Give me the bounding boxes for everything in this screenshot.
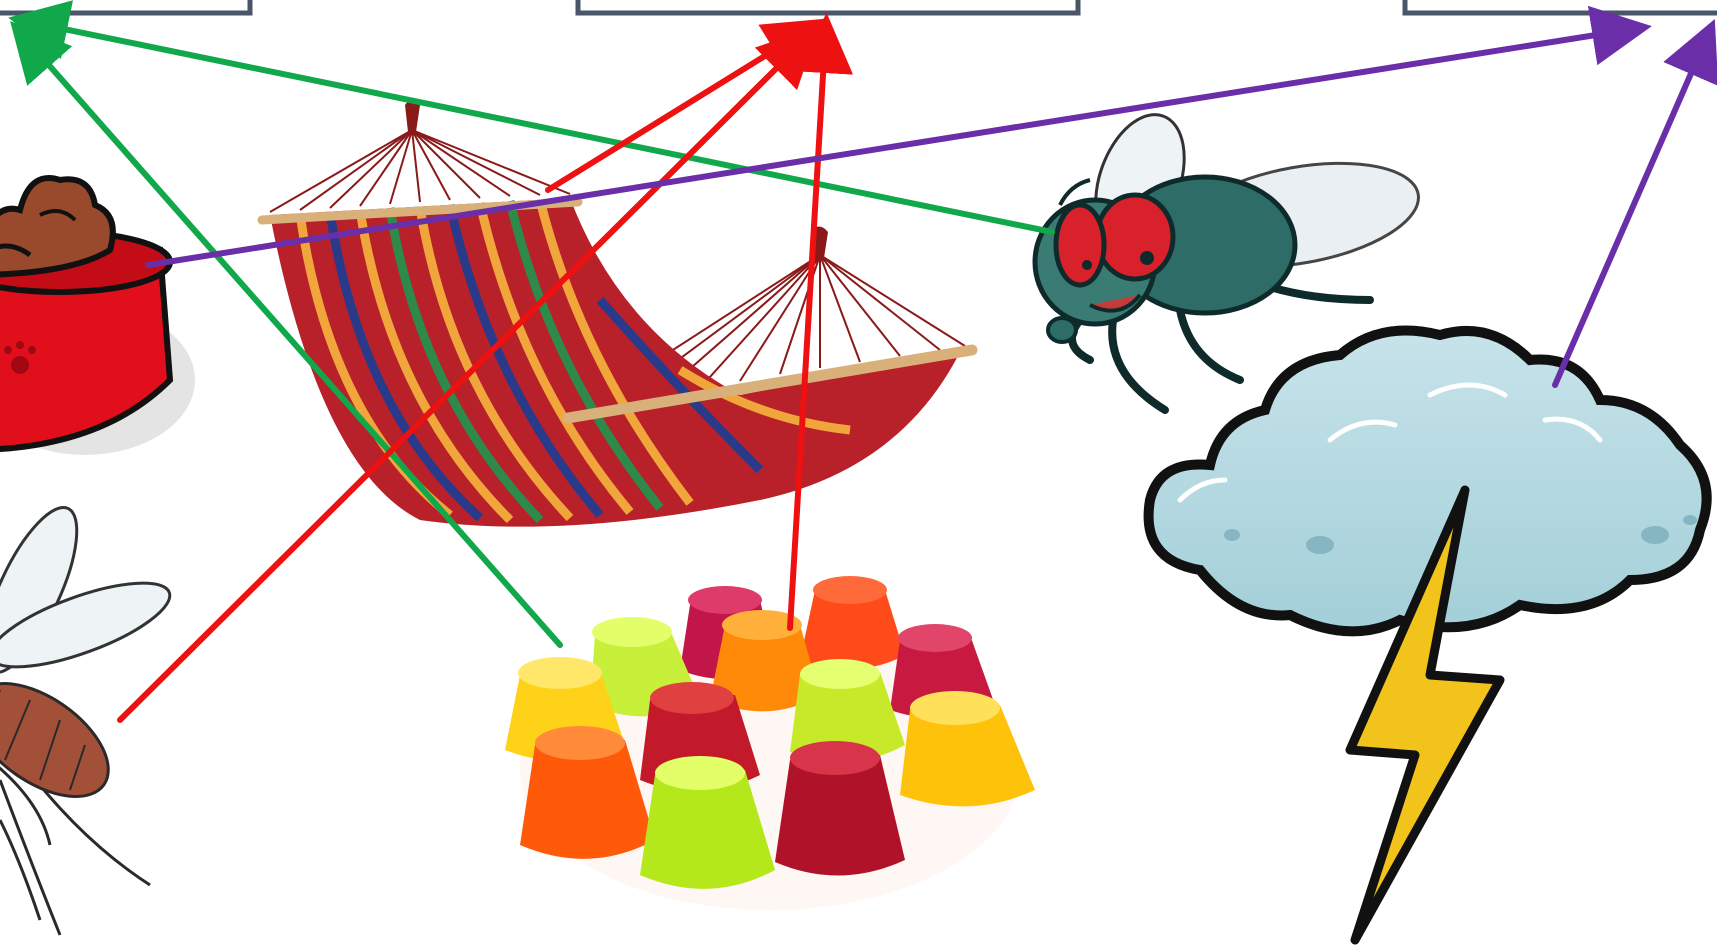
arrow-food-bowl-to-right-box (148, 28, 1640, 265)
right-category-box (1405, 0, 1717, 13)
center-category-box (578, 0, 1078, 13)
mosquito-image (0, 496, 179, 935)
left-category-box (0, 0, 250, 13)
arrow-cloud-to-right-box (1555, 30, 1710, 385)
hammock-image (262, 100, 972, 527)
storm-cloud-image (1149, 331, 1707, 941)
jelly-candies-image (505, 576, 1035, 910)
pet-food-bowl-image (0, 178, 195, 455)
